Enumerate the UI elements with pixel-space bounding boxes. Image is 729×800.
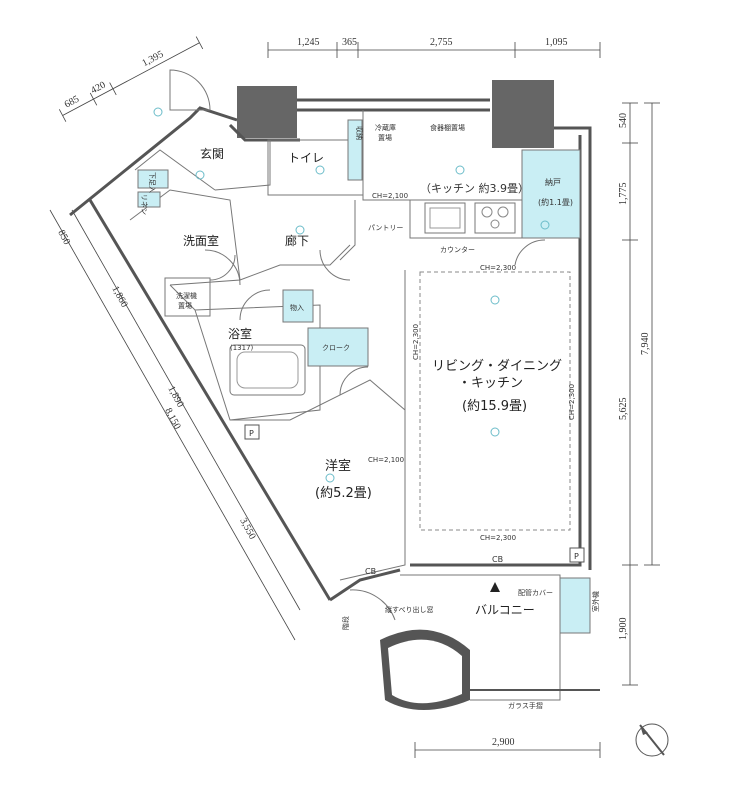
- label-haikan: 配管カバー: [518, 588, 553, 597]
- room-ldk-size: (約15.9畳): [462, 399, 527, 414]
- label-okiba: 置場: [378, 133, 392, 142]
- topleft-dim-3: 1,395: [140, 49, 165, 69]
- top-dim-2: 365: [342, 37, 357, 48]
- label-cb-ldk: CB: [492, 555, 503, 564]
- left-dim-3: 1,890: [165, 384, 185, 409]
- label-pantry: パントリー: [368, 224, 403, 232]
- topleft-dim-1: 685: [63, 94, 81, 111]
- label-p1: P: [249, 429, 254, 438]
- room-balcony: バルコニー: [475, 603, 535, 617]
- room-nando-size: (約1.1畳): [538, 197, 573, 207]
- top-dim-3: 2,755: [430, 37, 453, 48]
- room-kitchen: （キッチン 約3.9畳）: [420, 181, 529, 195]
- compass-icon: [635, 723, 669, 757]
- room-youshitsu: 洋室: [325, 458, 351, 474]
- entry-arrow-icon: [490, 582, 500, 592]
- label-ch-youshitsu: CH=2,100: [368, 456, 404, 464]
- right-dim-4: 1,900: [618, 618, 629, 641]
- label-glass: ガラス手摺: [508, 701, 543, 710]
- outer-walls: [69, 98, 592, 602]
- door-swing-icon: [169, 69, 546, 621]
- room-nando: 納戸: [545, 177, 561, 187]
- left-dim-2: 1,860: [109, 284, 129, 309]
- ceiling-lights: [153, 107, 550, 483]
- label-p2: P: [574, 552, 579, 561]
- label-shokkidana: 食器棚置場: [430, 123, 465, 132]
- label-shuunou: 収納: [355, 126, 364, 140]
- label-tatesuberi: 縦すべり出し窓: [385, 605, 434, 614]
- column-topleft: [237, 86, 297, 138]
- top-dimension-line: 1,245 365 2,755 1,095: [267, 37, 601, 58]
- bottom-dim: 2,900: [492, 737, 515, 748]
- balcony: [380, 574, 600, 710]
- room-youshitsu-size: (約5.2畳): [315, 486, 372, 501]
- room-yokushitsu-size: (1317): [230, 344, 254, 352]
- ldk-ceiling-outline: [419, 271, 571, 531]
- left-dim-4: 3,550: [237, 516, 257, 541]
- label-reizouko: 冷蔵庫: [375, 123, 396, 132]
- label-ch-kitchen: CH=2,100: [372, 192, 408, 200]
- label-cb-balcony: CB: [365, 567, 376, 576]
- label-monoire: 物入: [290, 303, 304, 312]
- room-genkan: 玄関: [200, 146, 224, 161]
- right-dim-1: 540: [618, 113, 629, 128]
- topleft-dimension-line: 685 420 1,395: [58, 36, 204, 122]
- label-kutsuire: 下足入: [148, 172, 156, 193]
- label-ch-ldk-right: CH=2,300: [568, 384, 576, 420]
- label-counter: カウンター: [440, 245, 475, 254]
- storage-monoire: [282, 289, 314, 323]
- left-dimension-line: 850 1,860 1,890 8,150 3,550: [49, 209, 301, 641]
- left-dim-total: 8,150: [162, 406, 182, 431]
- toilet-shelf: [347, 119, 363, 181]
- pipe-space-2: [569, 547, 585, 563]
- bathtub-icon: [229, 344, 306, 396]
- storage-nando: [521, 149, 581, 239]
- room-rouka: 廊下: [285, 233, 309, 248]
- room-senmen: 洗面室: [183, 233, 219, 248]
- room-ldk-2: ・キッチン: [458, 376, 523, 391]
- linen-cupboard: [137, 191, 161, 208]
- label-ch-ldk-bottom: CH=2,300: [480, 534, 516, 542]
- room-sentakuki-okiba: 置場: [178, 301, 192, 310]
- bottom-dimension-line: 2,900: [414, 737, 601, 758]
- shoe-cupboard: [137, 169, 169, 189]
- right-dimension-line: 540 1,775 5,625 1,900 7,940: [618, 102, 660, 686]
- top-dim-1: 1,245: [297, 37, 320, 48]
- kitchen-counter: [424, 202, 516, 234]
- interior-walls: [129, 110, 581, 581]
- label-ch-ldk-left: CH=2,300: [412, 324, 420, 360]
- right-dim-3: 5,625: [618, 398, 629, 421]
- label-linen: リネン: [140, 194, 148, 215]
- room-toilet: トイレ: [288, 151, 324, 165]
- outdoor-unit: [559, 577, 591, 634]
- label-closet: クローク: [322, 344, 350, 352]
- right-dim-2: 1,775: [618, 183, 629, 206]
- topleft-dim-2: 420: [89, 80, 107, 97]
- right-dim-total: 7,940: [640, 333, 651, 356]
- room-sentakuki: 洗濯機: [176, 291, 197, 300]
- top-dim-4: 1,095: [545, 37, 568, 48]
- column-topright: [492, 80, 554, 148]
- storage-closet: [307, 327, 369, 367]
- label-ch-ldk-top: CH=2,300: [480, 264, 516, 272]
- pipe-space-1: [244, 424, 260, 440]
- label-shitsugai: 室外機: [591, 591, 600, 612]
- label-kaidan: 階段: [341, 616, 350, 630]
- room-ldk-1: リビング・ダイニング: [432, 359, 562, 374]
- room-yokushitsu: 浴室: [228, 326, 252, 341]
